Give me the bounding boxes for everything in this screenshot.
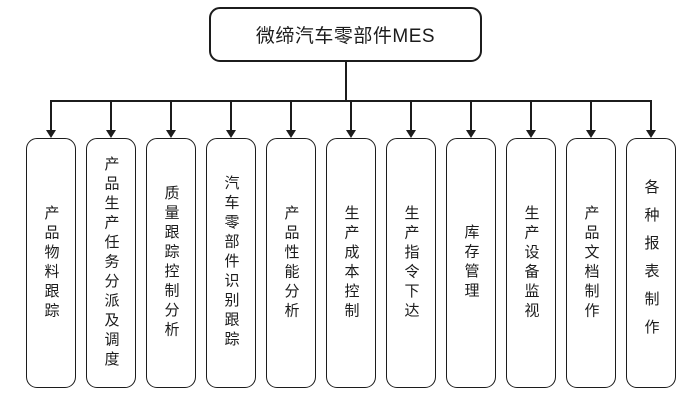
node-label: 产品性能分析 [282, 204, 300, 322]
drop-line [470, 101, 472, 130]
arrow-down-icon [406, 130, 416, 138]
node-auto-parts-identification-tracking: 汽车零部件识别跟踪 [206, 138, 256, 388]
node-label: 产品物料跟踪 [42, 204, 60, 322]
root-node-label: 微缔汽车零部件MES [255, 26, 436, 47]
drop-line [230, 101, 232, 130]
connector-drop [586, 101, 596, 138]
arrow-down-icon [466, 130, 476, 138]
connector-drop [106, 101, 116, 138]
node-product-performance-analysis: 产品性能分析 [266, 138, 316, 388]
connector-drop [226, 101, 236, 138]
connector-drop [526, 101, 536, 138]
drop-line [350, 101, 352, 130]
connector-drop [166, 101, 176, 138]
node-label: 生产指令下达 [402, 204, 420, 322]
connector-drop [466, 101, 476, 138]
connector-drop [406, 101, 416, 138]
drop-line [290, 101, 292, 130]
connector-drop [346, 101, 356, 138]
drop-line [110, 101, 112, 130]
node-production-equipment-monitoring: 生产设备监视 [506, 138, 556, 388]
connector-drop [46, 101, 56, 138]
drop-line [50, 101, 52, 130]
arrow-down-icon [46, 130, 56, 138]
node-inventory-management: 库存管理 [446, 138, 496, 388]
node-label: 产品生产任务分派及调度 [102, 155, 120, 371]
node-production-cost-control: 生产成本控制 [326, 138, 376, 388]
drop-line [590, 101, 592, 130]
node-production-order-issuing: 生产指令下达 [386, 138, 436, 388]
arrow-down-icon [286, 130, 296, 138]
drop-line [410, 101, 412, 130]
node-production-task-dispatch-scheduling: 产品生产任务分派及调度 [86, 138, 136, 388]
connector-drop [286, 101, 296, 138]
arrow-down-icon [166, 130, 176, 138]
arrow-down-icon [226, 130, 236, 138]
arrow-down-icon [346, 130, 356, 138]
node-label: 产品文档制作 [582, 204, 600, 322]
arrow-down-icon [646, 130, 656, 138]
node-product-document-creation: 产品文档制作 [566, 138, 616, 388]
node-label: 各种报表制作 [642, 179, 660, 347]
arrow-down-icon [526, 130, 536, 138]
drop-line [650, 101, 652, 130]
node-label: 生产成本控制 [342, 204, 360, 322]
node-quality-tracking-control-analysis: 质量跟踪控制分析 [146, 138, 196, 388]
node-label: 质量跟踪控制分析 [162, 185, 180, 341]
arrow-down-icon [106, 130, 116, 138]
arrow-down-icon [586, 130, 596, 138]
node-label: 汽车零部件识别跟踪 [222, 175, 240, 351]
node-product-material-tracking: 产品物料跟踪 [26, 138, 76, 388]
drop-line [530, 101, 532, 130]
node-label: 生产设备监视 [522, 204, 540, 322]
drop-line [170, 101, 172, 130]
connector-drop [646, 101, 656, 138]
root-node: 微缔汽车零部件MES [209, 7, 482, 62]
node-label: 库存管理 [462, 224, 480, 302]
connector-trunk [345, 60, 347, 101]
node-various-report-creation: 各种报表制作 [626, 138, 676, 388]
